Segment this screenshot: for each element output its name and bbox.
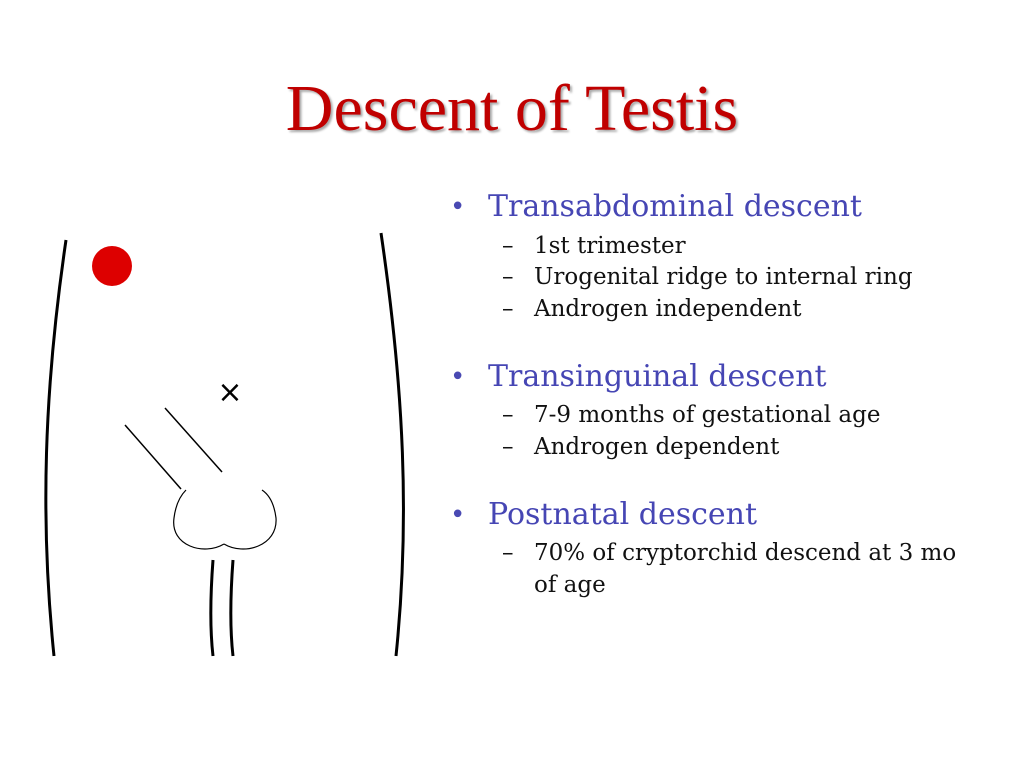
bullet-marker: • xyxy=(450,499,466,530)
sub-item: –1st trimester xyxy=(488,231,1008,263)
sub-item-text: 7-9 months of gestational age xyxy=(534,402,881,429)
bullet-text: Transabdominal descent xyxy=(488,189,862,224)
sub-item: –Urogenital ridge to internal ring xyxy=(488,262,1008,294)
bullet-list: • Transabdominal descent –1st trimester … xyxy=(448,189,1008,602)
sub-item-text: 1st trimester xyxy=(534,232,686,259)
bullet-text: Postnatal descent xyxy=(488,496,758,532)
bullet-item-postnatal: • Postnatal descent –70% of cryptorchid … xyxy=(448,496,1008,602)
testis-dot-icon xyxy=(92,246,132,286)
bullet-text: Transinguinal descent xyxy=(488,358,827,394)
sub-list: –7-9 months of gestational age –Androgen… xyxy=(488,400,1008,463)
body-outline-left xyxy=(44,239,68,657)
penis-line-left xyxy=(209,559,215,657)
inguinal-canal-line-lower xyxy=(124,424,182,490)
sub-item-text: Androgen dependent xyxy=(534,433,780,460)
slide-title: Descent of Testis xyxy=(285,72,739,145)
scrotum-right xyxy=(223,489,277,550)
scrotum-left xyxy=(173,489,225,550)
bullet-marker: • xyxy=(450,192,466,222)
sub-list: –70% of cryptorchid descend at 3 mo of a… xyxy=(488,538,1008,601)
sub-item: –Androgen independent xyxy=(488,294,1008,326)
sub-marker: – xyxy=(502,402,514,429)
bullet-item-transinguinal: • Transinguinal descent –7-9 months of g… xyxy=(448,358,1008,464)
bullet-marker: • xyxy=(450,361,466,392)
sub-item: –7-9 months of gestational age xyxy=(488,400,1008,432)
penis-line-right xyxy=(229,559,235,657)
sub-list: –1st trimester –Urogenital ridge to inte… xyxy=(488,231,1008,326)
sub-item-text: 70% of cryptorchid descend at 3 mo of ag… xyxy=(534,540,957,598)
body-outline-right xyxy=(379,232,405,657)
sub-marker: – xyxy=(502,540,514,567)
bullet-item-transabdominal: • Transabdominal descent –1st trimester … xyxy=(448,189,1008,326)
sub-item-text: Androgen independent xyxy=(534,295,802,322)
testis-descent-diagram: × xyxy=(44,232,405,657)
sub-marker: – xyxy=(502,232,514,259)
sub-item: –70% of cryptorchid descend at 3 mo of a… xyxy=(488,538,964,601)
cross-mark-icon: × xyxy=(217,375,242,410)
inguinal-canal-line-upper xyxy=(164,407,223,473)
sub-marker: – xyxy=(502,295,514,322)
sub-item-text: Urogenital ridge to internal ring xyxy=(534,264,913,291)
sub-marker: – xyxy=(502,264,514,291)
sub-item: –Androgen dependent xyxy=(488,432,1008,464)
sub-marker: – xyxy=(502,433,514,460)
